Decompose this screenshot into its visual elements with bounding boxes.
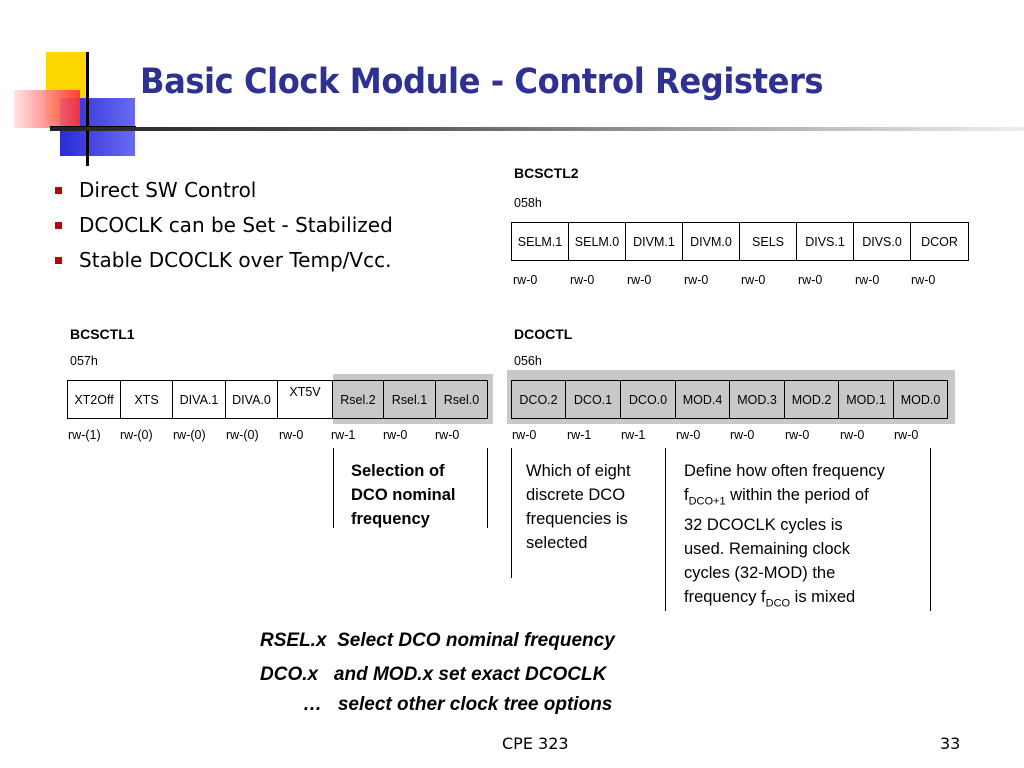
bullet-icon [55, 187, 62, 194]
bit-cell: MOD.3 [730, 381, 785, 418]
bcsctl2-register: SELM.1 SELM.0 DIVM.1 DIVM.0 SELS DIVS.1 … [511, 222, 969, 261]
access-label: rw-0 [383, 428, 408, 442]
title-divider [50, 127, 1024, 131]
bcsctl1-address: 057h [70, 354, 98, 368]
bullet-item: Direct SW Control [52, 176, 393, 211]
rsel-bracket-right [487, 448, 488, 528]
bit-cell: SELM.0 [569, 223, 626, 260]
bit-cell: MOD.1 [839, 381, 894, 418]
dco-note: DCO.x and MOD.x set exact DCOCLK [260, 664, 607, 685]
access-label: rw-0 [279, 428, 304, 442]
bit-cell: DCO.1 [566, 381, 621, 418]
access-label: rw-0 [730, 428, 755, 442]
bit-cell: SELM.1 [512, 223, 569, 260]
bit-cell: MOD.2 [785, 381, 839, 418]
access-label: rw-0 [798, 273, 823, 287]
dcoctl-register: DCO.2 DCO.1 DCO.0 MOD.4 MOD.3 MOD.2 MOD.… [511, 380, 948, 419]
access-label: rw-0 [911, 273, 936, 287]
access-label: rw-0 [684, 273, 709, 287]
access-label: rw-(0) [120, 428, 153, 442]
page-number: 33 [940, 734, 961, 753]
bullet-item: DCOCLK can be Set - Stabilized [52, 211, 393, 246]
mod-bracket-left [665, 448, 666, 611]
mod-description: Define how often frequency fDCO+1 within… [684, 462, 885, 610]
dco-bracket-left [511, 448, 512, 578]
bcsctl1-register: XT2Off XTS DIVA.1 DIVA.0 XT5V Rsel.2 Rse… [67, 380, 488, 419]
bit-cell: DIVM.0 [683, 223, 740, 260]
rsel-bracket-left [333, 448, 334, 528]
access-label: rw-(0) [226, 428, 259, 442]
bullet-list: Direct SW Control DCOCLK can be Set - St… [52, 176, 393, 281]
bit-cell: MOD.4 [676, 381, 730, 418]
access-label: rw-0 [513, 273, 538, 287]
dcoctl-address: 056h [514, 354, 542, 368]
access-label: rw-0 [627, 273, 652, 287]
access-label: rw-0 [676, 428, 701, 442]
mod-bracket-right [930, 448, 931, 611]
rsel-note: RSEL.x Select DCO nominal frequency [260, 630, 615, 651]
bullet-icon [55, 257, 62, 264]
bit-cell: XTS [121, 381, 173, 418]
bcsctl2-name: BCSCTL2 [514, 165, 579, 181]
bit-cell: Rsel.1 [384, 381, 436, 418]
page-title: Basic Clock Module - Control Registers [140, 62, 824, 102]
bit-cell: DIVS.1 [797, 223, 854, 260]
access-label: rw-0 [570, 273, 595, 287]
access-label: rw-1 [331, 428, 356, 442]
bcsctl1-name: BCSCTL1 [70, 326, 135, 342]
bit-cell: SELS [740, 223, 797, 260]
access-label: rw-0 [840, 428, 865, 442]
bit-cell: Rsel.0 [436, 381, 487, 418]
bit-cell: MOD.0 [894, 381, 947, 418]
other-note: … select other clock tree options [303, 694, 613, 715]
dco-description: Which of eight discrete DCO frequencies … [526, 462, 631, 552]
access-label: rw-(0) [173, 428, 206, 442]
access-label: rw-0 [435, 428, 460, 442]
bullet-icon [55, 222, 62, 229]
bcsctl2-address: 058h [514, 196, 542, 210]
bit-cell: DCOR [921, 234, 958, 249]
bit-cell: DIVS.0 [854, 223, 911, 260]
access-label: rw-0 [785, 428, 810, 442]
footer-course: CPE 323 [502, 734, 569, 753]
bit-cell: DCO.2 [512, 381, 566, 418]
access-label: rw-0 [855, 273, 880, 287]
access-label: rw-1 [621, 428, 646, 442]
bullet-item: Stable DCOCLK over Temp/Vcc. [52, 246, 393, 281]
bit-cell: XT5V [278, 381, 333, 418]
bit-cell: DIVA.0 [226, 381, 278, 418]
bit-cell: DCO.0 [621, 381, 676, 418]
access-label: rw-(1) [68, 428, 101, 442]
bit-cell: DIVM.1 [626, 223, 683, 260]
bit-cell: XT2Off [68, 381, 121, 418]
access-label: rw-1 [567, 428, 592, 442]
bit-cell: Rsel.2 [333, 381, 384, 418]
dcoctl-name: DCOCTL [514, 326, 573, 342]
access-label: rw-0 [741, 273, 766, 287]
rsel-description: Selection of DCO nominal frequency [351, 462, 456, 528]
access-label: rw-0 [894, 428, 919, 442]
bit-cell: DIVA.1 [173, 381, 226, 418]
access-label: rw-0 [512, 428, 537, 442]
